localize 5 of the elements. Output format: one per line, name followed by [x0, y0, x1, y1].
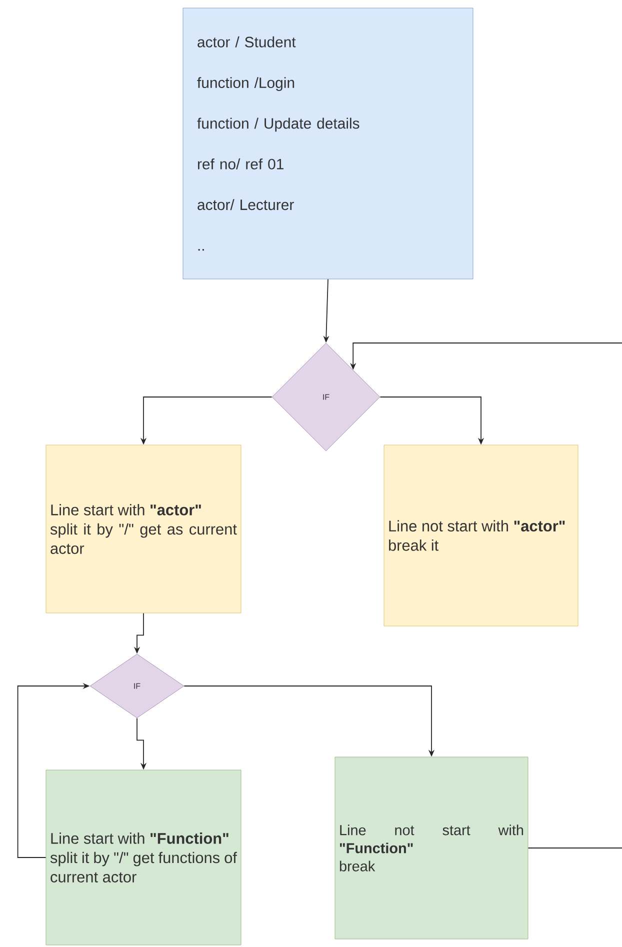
process-box: Line start with "Function" split it by "/" get functions of current actor	[46, 770, 242, 946]
process-box: Line start with "actor" split it by "/" get as current actor	[46, 444, 242, 614]
process-box: Line not start with "Function" break	[334, 756, 528, 940]
process-box: Line not start with "actor" break it	[384, 444, 578, 626]
process-box: actor / Student function /Login function / Update details ref no/ ref 01 actor/ Lecturer ..	[182, 8, 474, 280]
